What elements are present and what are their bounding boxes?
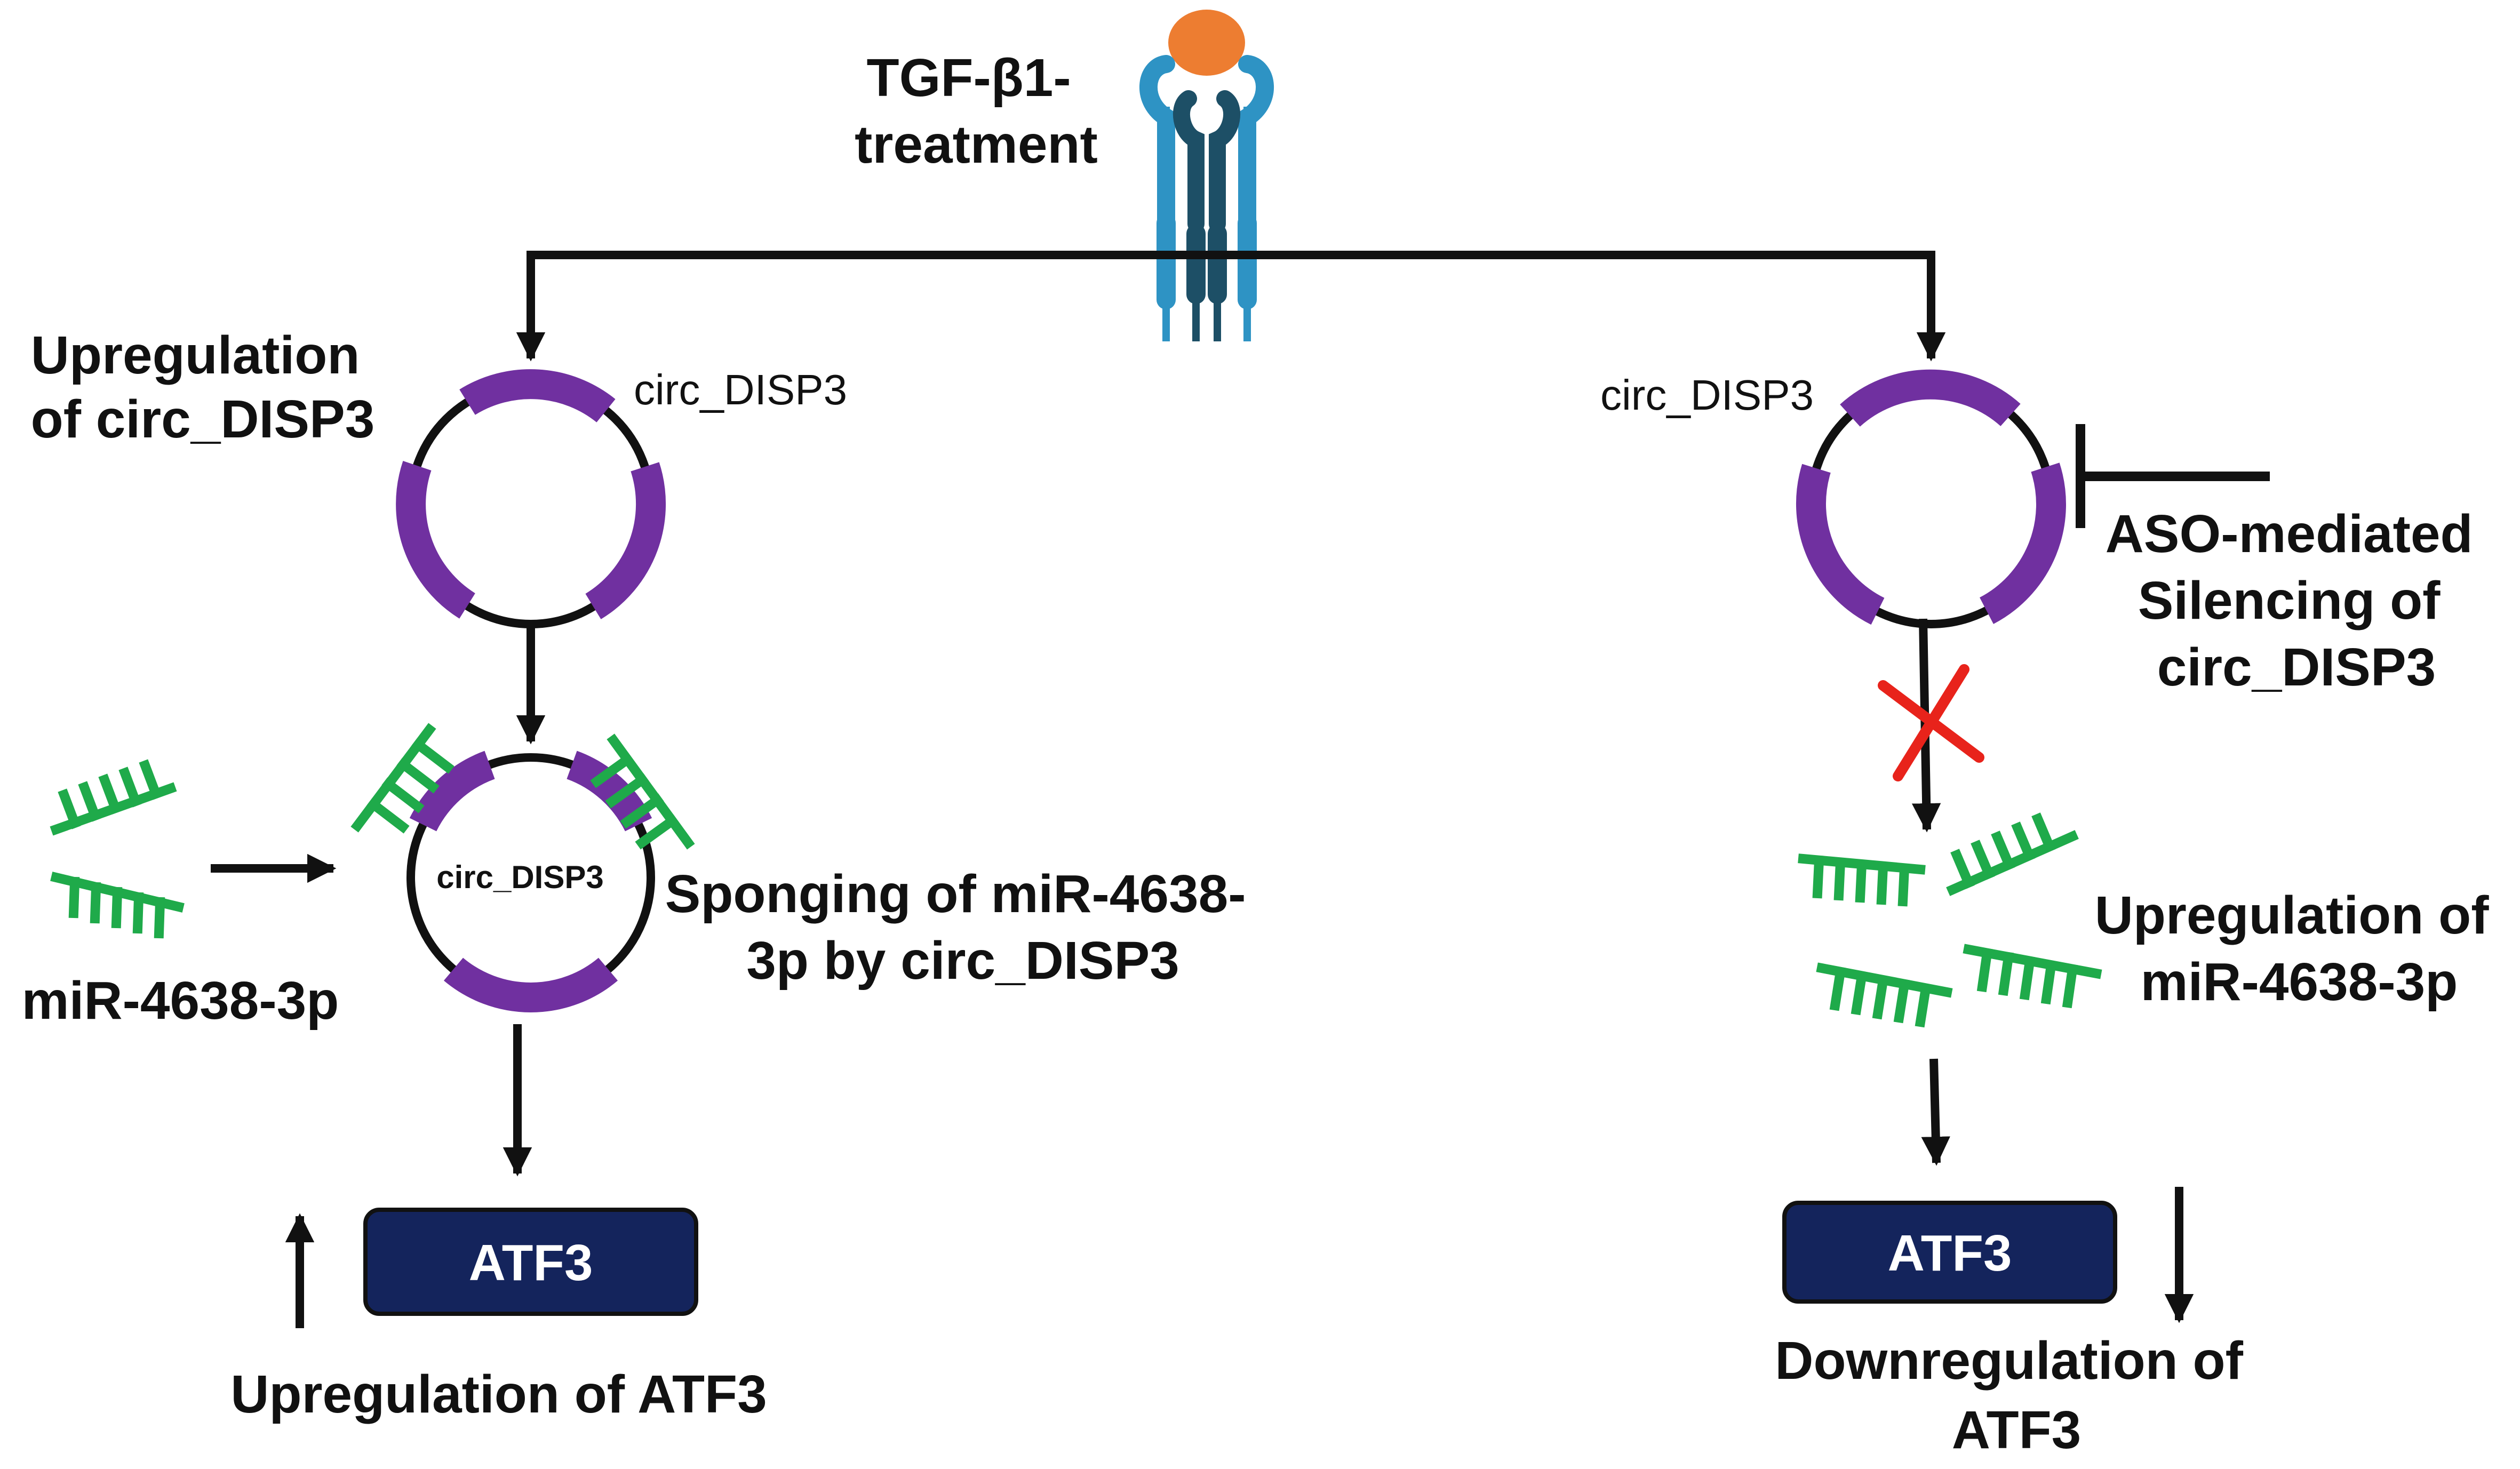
bound-mirna-icon [350,723,454,834]
upregulation-atf3-label: Upregulation of ATF3 [230,1364,767,1424]
circ-disp3-label-right: circ_DISP3 [1600,371,1814,419]
circ-disp3-ring-left [396,369,666,628]
receptor-label: TGF-β1- treatment [855,48,1098,174]
bound-mirna-icon [590,733,695,850]
downregulation-atf3-label: Downregulation of ATF3 [1775,1331,2258,1460]
inhibition-icon [2076,424,2270,528]
tgf-ligand-icon [1168,10,1245,76]
upregulation-circ-label: Upregulation of circ_DISP3 [31,325,375,449]
circ-disp3-ring-right [1796,369,2066,628]
mirna-label-left: miR-4638-3p [22,971,339,1031]
mirna-icon [1798,853,1926,907]
atf3-box-left: ATF3 [363,1208,698,1316]
circ-disp3-label-left: circ_DISP3 [634,366,847,413]
mirna-icon [1963,944,2102,1009]
mirna-icon [50,759,177,836]
mirna-icon [1946,812,2079,896]
mirna-icon [1816,962,1953,1028]
arrow-mirna-to-atf3 [1921,1058,1950,1166]
sponging-label: Sponging of miR-4638- 3p by circ_DISP3 [665,864,1261,991]
svg-text:ATF3: ATF3 [469,1234,593,1291]
aso-silencing-label: ASO-mediated Silencing of circ_DISP3 [2106,504,2488,697]
blocked-cross-icon [1878,664,1984,781]
atf3-box-right: ATF3 [1782,1201,2117,1304]
svg-text:ATF3: ATF3 [1888,1225,2012,1282]
circ-disp3-inner-label: circ_DISP3 [436,859,604,895]
upregulation-mirna-label: Upregulation of miR-4638-3p [2095,885,2504,1012]
mirna-icon [50,872,185,939]
tgf-receptor-icon [1139,10,1274,341]
